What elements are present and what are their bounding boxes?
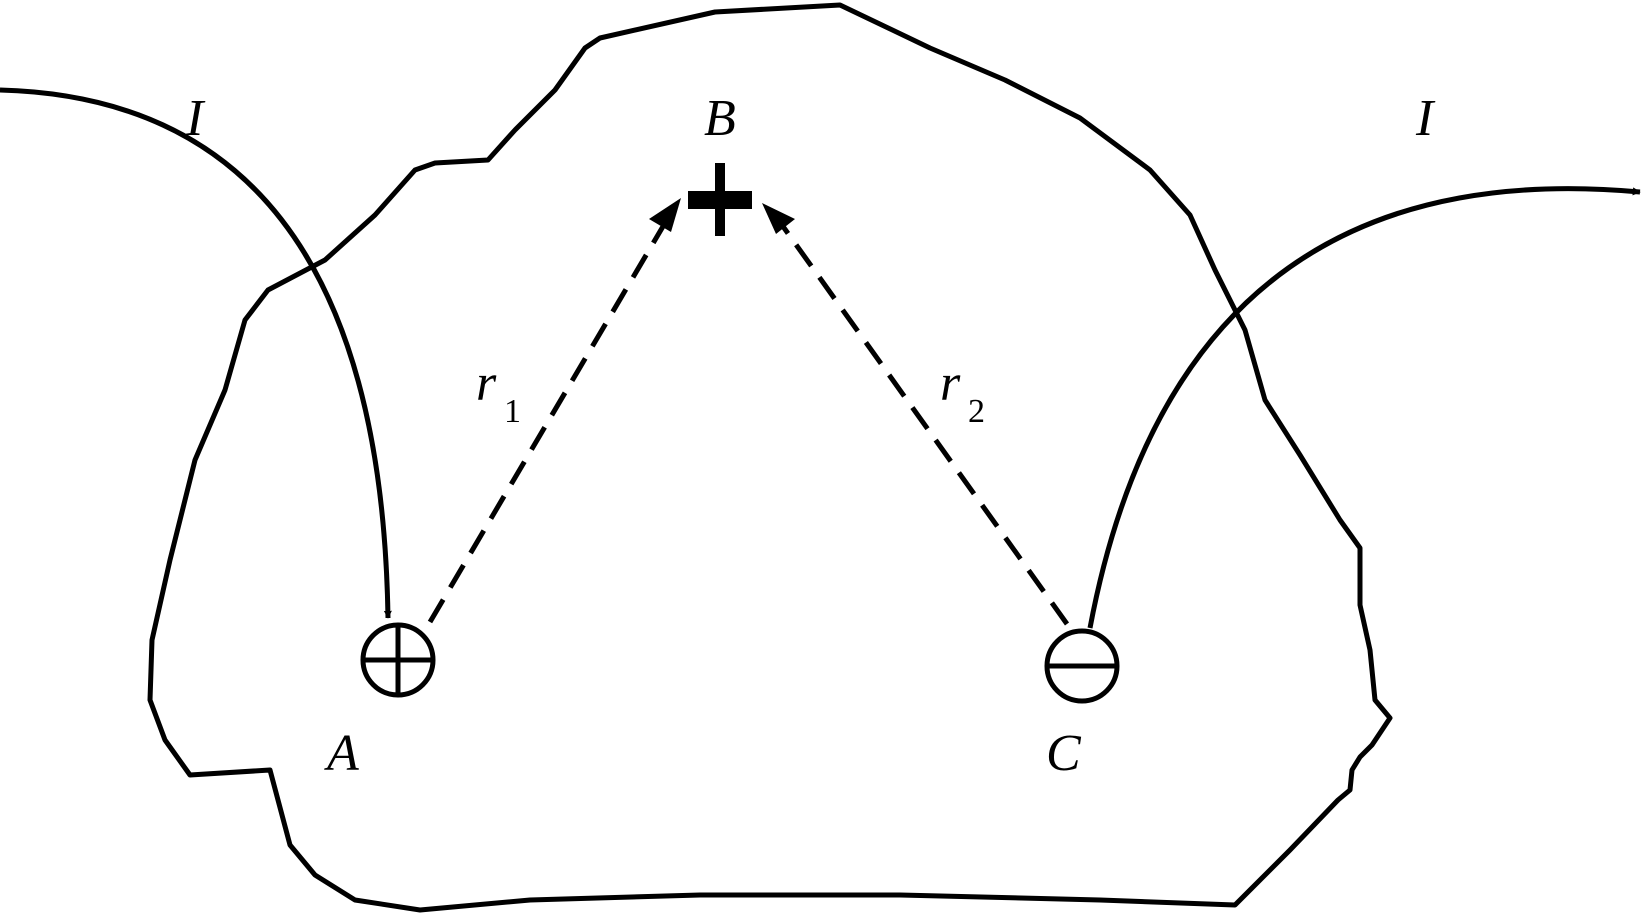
label-point-c: C xyxy=(1046,725,1082,782)
medium-boundary xyxy=(147,2,1393,913)
label-point-a: A xyxy=(324,725,359,782)
label-r2-letter: r xyxy=(940,355,961,412)
current-out-line xyxy=(1087,186,1641,629)
plus-marker-icon xyxy=(688,163,752,236)
r1-arrowhead xyxy=(649,198,681,232)
r2-arrowhead xyxy=(762,203,795,234)
label-r1-sub: 1 xyxy=(504,393,521,430)
current-in-line xyxy=(0,87,392,619)
r1-dashed-line xyxy=(427,221,668,624)
circle-minus-icon xyxy=(1044,628,1120,704)
circle-plus-icon xyxy=(360,622,436,698)
label-current-out: I xyxy=(1415,90,1436,147)
label-r1-letter: r xyxy=(476,355,497,412)
label-current-in: I xyxy=(185,90,206,147)
label-point-b: B xyxy=(704,90,736,147)
r2-dashed-line xyxy=(779,223,1070,626)
label-r2-sub: 2 xyxy=(968,393,985,430)
